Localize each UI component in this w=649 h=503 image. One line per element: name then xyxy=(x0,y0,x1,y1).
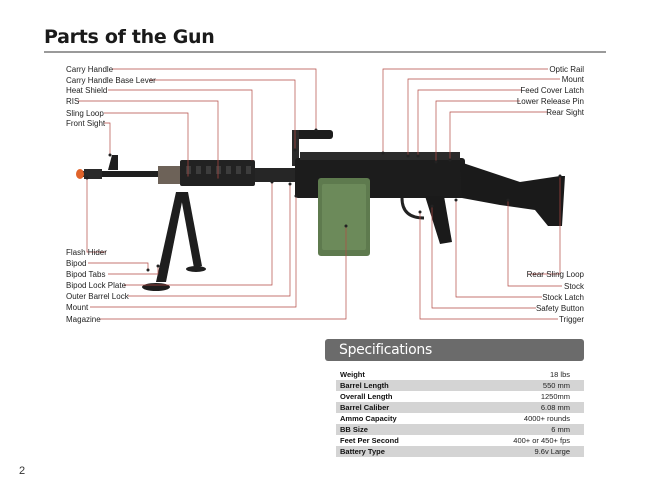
specifications-table: Weight 18 lbs Barrel Length 550 mm Overall… xyxy=(336,369,584,457)
spec-value: 6.08 mm xyxy=(540,403,570,412)
label-ris: RIS xyxy=(66,97,79,106)
label-rear-sight: Rear Sight xyxy=(546,108,585,117)
label-mount-right: Mount xyxy=(562,75,585,84)
label-stock-latch: Stock Latch xyxy=(542,293,584,302)
leader-bipod xyxy=(88,262,149,270)
leader-magazine xyxy=(100,226,347,320)
page-number: 2 xyxy=(19,465,26,477)
label-trigger: Trigger xyxy=(559,315,584,324)
spec-row: Weight 18 lbs xyxy=(336,369,584,380)
spec-value: 9.6v Large xyxy=(534,447,570,456)
leader-flash-hider xyxy=(86,178,106,253)
spec-row: Overall Length 1250mm xyxy=(336,391,584,402)
gun-parts-diagram: Carry Handle Carry Handle Base Lever Hea… xyxy=(66,65,585,324)
label-bipod: Bipod xyxy=(66,259,86,268)
spec-value: 550 mm xyxy=(542,381,570,390)
flash-hider-tip xyxy=(76,169,84,179)
leader-bipod-lock-plate xyxy=(124,182,273,286)
spec-value: 4000+ rounds xyxy=(523,414,570,423)
label-safety-button: Safety Button xyxy=(536,304,584,313)
leader-sling-loop xyxy=(104,112,189,178)
gun-barrel xyxy=(80,171,190,177)
label-outer-barrel-lock: Outer Barrel Lock xyxy=(66,292,130,301)
grip-shape xyxy=(425,196,452,244)
spec-row: BB Size 6 mm xyxy=(336,424,584,435)
label-flash-hider: Flash Hider xyxy=(66,248,107,257)
leader-ris xyxy=(78,100,219,180)
leader-bipod-tabs xyxy=(108,266,159,275)
spec-key: BB Size xyxy=(340,425,368,434)
label-heat-shield: Heat Shield xyxy=(66,86,107,95)
spec-row: Battery Type 9.6v Large xyxy=(336,446,584,457)
label-carry-handle: Carry Handle xyxy=(66,65,114,74)
leader-stock xyxy=(507,200,562,287)
specifications-title: Specifications xyxy=(339,342,432,358)
leader-carry-handle xyxy=(112,68,317,130)
leader-mount xyxy=(90,196,297,308)
spec-value: 6 mm xyxy=(551,425,570,434)
label-stock: Stock xyxy=(564,282,585,291)
leader-lower-release-pin xyxy=(435,100,520,162)
leader-heat-shield xyxy=(108,89,253,162)
bipod-shape xyxy=(142,192,206,291)
leader-trigger xyxy=(419,212,558,320)
title-divider xyxy=(44,51,606,53)
spec-key: Weight xyxy=(340,370,365,379)
spec-row: Feet Per Second 400+ or 450+ fps xyxy=(336,435,584,446)
gun-illustration xyxy=(76,130,565,291)
page-title: Parts of the Gun xyxy=(44,26,215,48)
label-optic-rail: Optic Rail xyxy=(549,65,584,74)
spec-value: 18 lbs xyxy=(549,370,570,379)
leader-front-sight xyxy=(104,122,111,155)
leader-stock-latch xyxy=(455,200,542,298)
spec-key: Feet Per Second xyxy=(340,436,399,445)
spec-key: Ammo Capacity xyxy=(340,414,397,423)
label-front-sight: Front Sight xyxy=(66,119,106,128)
spec-value: 400+ or 450+ fps xyxy=(513,436,570,445)
leader-outer-barrel-lock xyxy=(128,184,291,297)
label-mount-left: Mount xyxy=(66,303,89,312)
spec-key: Battery Type xyxy=(340,447,385,456)
leader-feed-cover-latch xyxy=(417,89,522,156)
specifications-header: Specifications xyxy=(325,339,584,361)
spec-row: Barrel Length 550 mm xyxy=(336,380,584,391)
spec-key: Overall Length xyxy=(340,392,393,401)
label-magazine: Magazine xyxy=(66,315,101,324)
label-sling-loop: Sling Loop xyxy=(66,109,104,118)
leader-carry-handle-base-lever xyxy=(150,79,296,150)
spec-key: Barrel Length xyxy=(340,381,389,390)
leader-rear-sling-loop xyxy=(528,176,561,275)
spec-row: Barrel Caliber 6.08 mm xyxy=(336,402,584,413)
label-bipod-lock-plate: Bipod Lock Plate xyxy=(66,281,127,290)
label-bipod-tabs: Bipod Tabs xyxy=(66,270,105,279)
label-carry-handle-base-lever: Carry Handle Base Lever xyxy=(66,76,156,85)
leader-optic-rail xyxy=(382,68,548,153)
label-feed-cover-latch: Feed Cover Latch xyxy=(520,86,584,95)
leader-mount-right xyxy=(407,78,560,156)
stock-shape xyxy=(460,162,565,226)
front-sight-shape xyxy=(108,155,118,170)
leader-safety-button xyxy=(431,206,536,309)
label-lower-release-pin: Lower Release Pin xyxy=(517,97,584,106)
carry-handle-shape xyxy=(295,130,333,139)
spec-row: Ammo Capacity 4000+ rounds xyxy=(336,413,584,424)
label-rear-sling-loop: Rear Sling Loop xyxy=(527,270,585,279)
spec-value: 1250mm xyxy=(540,392,570,401)
spec-key: Barrel Caliber xyxy=(340,403,390,412)
leader-rear-sight xyxy=(449,111,548,160)
